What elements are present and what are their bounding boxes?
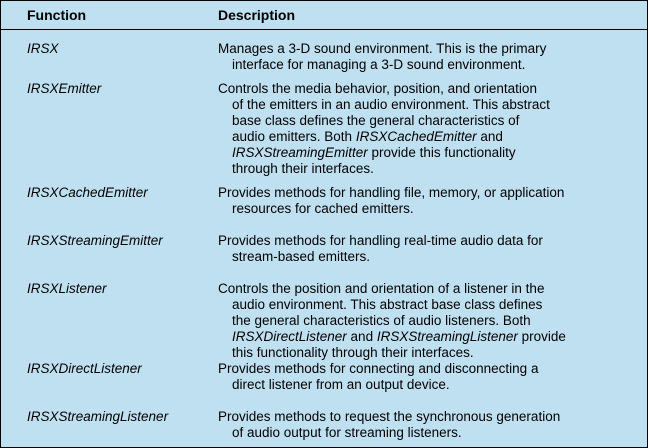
function-description: Controls the position and orientation of… bbox=[218, 281, 566, 361]
function-name: IRSXStreamingListener bbox=[27, 409, 169, 424]
description-text: Manages a 3-D sound environment. This is… bbox=[218, 41, 547, 56]
description-text: and bbox=[346, 329, 377, 344]
header-function: Function bbox=[27, 7, 87, 23]
description-line: Manages a 3-D sound environment. This is… bbox=[218, 41, 546, 57]
description-text: of the emitters in an audio environment.… bbox=[232, 97, 550, 112]
description-line: Provides methods for handling file, memo… bbox=[218, 185, 564, 201]
description-text: provide bbox=[517, 329, 566, 344]
function-name: IRSXStreamingEmitter bbox=[27, 233, 163, 248]
table-header: Function Description bbox=[1, 1, 647, 30]
description-line: interface for managing a 3-D sound envir… bbox=[218, 57, 546, 73]
description-line: Controls the media behavior, position, a… bbox=[218, 81, 550, 97]
function-name: IRSXCachedEmitter bbox=[27, 185, 148, 200]
description-text: Provides methods to request the synchron… bbox=[218, 409, 561, 424]
function-name: IRSXListener bbox=[27, 281, 107, 296]
description-line: Provides methods for connecting and disc… bbox=[218, 361, 538, 377]
description-text: resources for cached emitters. bbox=[232, 201, 414, 216]
description-line: Controls the position and orientation of… bbox=[218, 281, 566, 297]
description-text: audio environment. This abstract base cl… bbox=[232, 297, 543, 312]
description-line: audio emitters. Both IRSXCachedEmitter a… bbox=[218, 129, 550, 145]
function-description: Provides methods for handling file, memo… bbox=[218, 185, 564, 217]
interface-reference: IRSXStreamingListener bbox=[376, 329, 518, 344]
function-name: IRSXEmitter bbox=[27, 81, 102, 96]
description-line: Provides methods for handling real-time … bbox=[218, 233, 543, 249]
description-line: of the emitters in an audio environment.… bbox=[218, 97, 550, 113]
function-description: Controls the media behavior, position, a… bbox=[218, 81, 550, 177]
description-line: IRSXStreamingEmitter provide this functi… bbox=[218, 145, 550, 161]
description-text: Provides methods for handling real-time … bbox=[218, 233, 543, 248]
description-line: Provides methods to request the synchron… bbox=[218, 409, 560, 425]
description-text: this functionality through their interfa… bbox=[232, 345, 474, 360]
description-line: this functionality through their interfa… bbox=[218, 345, 566, 361]
description-line: IRSXDirectListener and IRSXStreamingList… bbox=[218, 329, 566, 345]
description-line: the general characteristics of audio lis… bbox=[218, 313, 566, 329]
interface-reference: IRSXStreamingEmitter bbox=[232, 145, 368, 160]
description-text: stream-based emitters. bbox=[232, 249, 371, 264]
description-text: and bbox=[476, 129, 503, 144]
description-text: base class defines the general character… bbox=[232, 113, 520, 128]
function-name: IRSXDirectListener bbox=[27, 361, 142, 376]
interface-reference: IRSXDirectListener bbox=[232, 329, 347, 344]
function-description: Provides methods to request the synchron… bbox=[218, 409, 560, 441]
description-text: Controls the position and orientation of… bbox=[218, 281, 545, 296]
description-text: provide this functionality bbox=[367, 145, 516, 160]
description-text: direct listener from an output device. bbox=[232, 377, 450, 392]
description-text: the general characteristics of audio lis… bbox=[232, 313, 531, 328]
description-text: audio emitters. Both bbox=[232, 129, 356, 144]
function-description: Manages a 3-D sound environment. This is… bbox=[218, 41, 546, 73]
description-line: through their interfaces. bbox=[218, 161, 550, 177]
function-description: Provides methods for connecting and disc… bbox=[218, 361, 538, 393]
description-line: stream-based emitters. bbox=[218, 249, 543, 265]
description-line: resources for cached emitters. bbox=[218, 201, 564, 217]
description-text: through their interfaces. bbox=[232, 161, 374, 176]
description-line: base class defines the general character… bbox=[218, 113, 550, 129]
description-line: audio environment. This abstract base cl… bbox=[218, 297, 566, 313]
description-text: Provides methods for connecting and disc… bbox=[218, 361, 539, 376]
description-text: of audio output for streaming listeners. bbox=[232, 425, 462, 440]
interface-reference: IRSXCachedEmitter bbox=[355, 129, 477, 144]
header-description: Description bbox=[218, 7, 296, 23]
description-text: interface for managing a 3-D sound envir… bbox=[232, 57, 526, 72]
description-text: Provides methods for handling file, memo… bbox=[218, 185, 565, 200]
description-line: of audio output for streaming listeners. bbox=[218, 425, 560, 441]
function-name: IRSX bbox=[27, 41, 59, 56]
function-description: Provides methods for handling real-time … bbox=[218, 233, 543, 265]
description-line: direct listener from an output device. bbox=[218, 377, 538, 393]
description-text: Controls the media behavior, position, a… bbox=[218, 81, 537, 96]
